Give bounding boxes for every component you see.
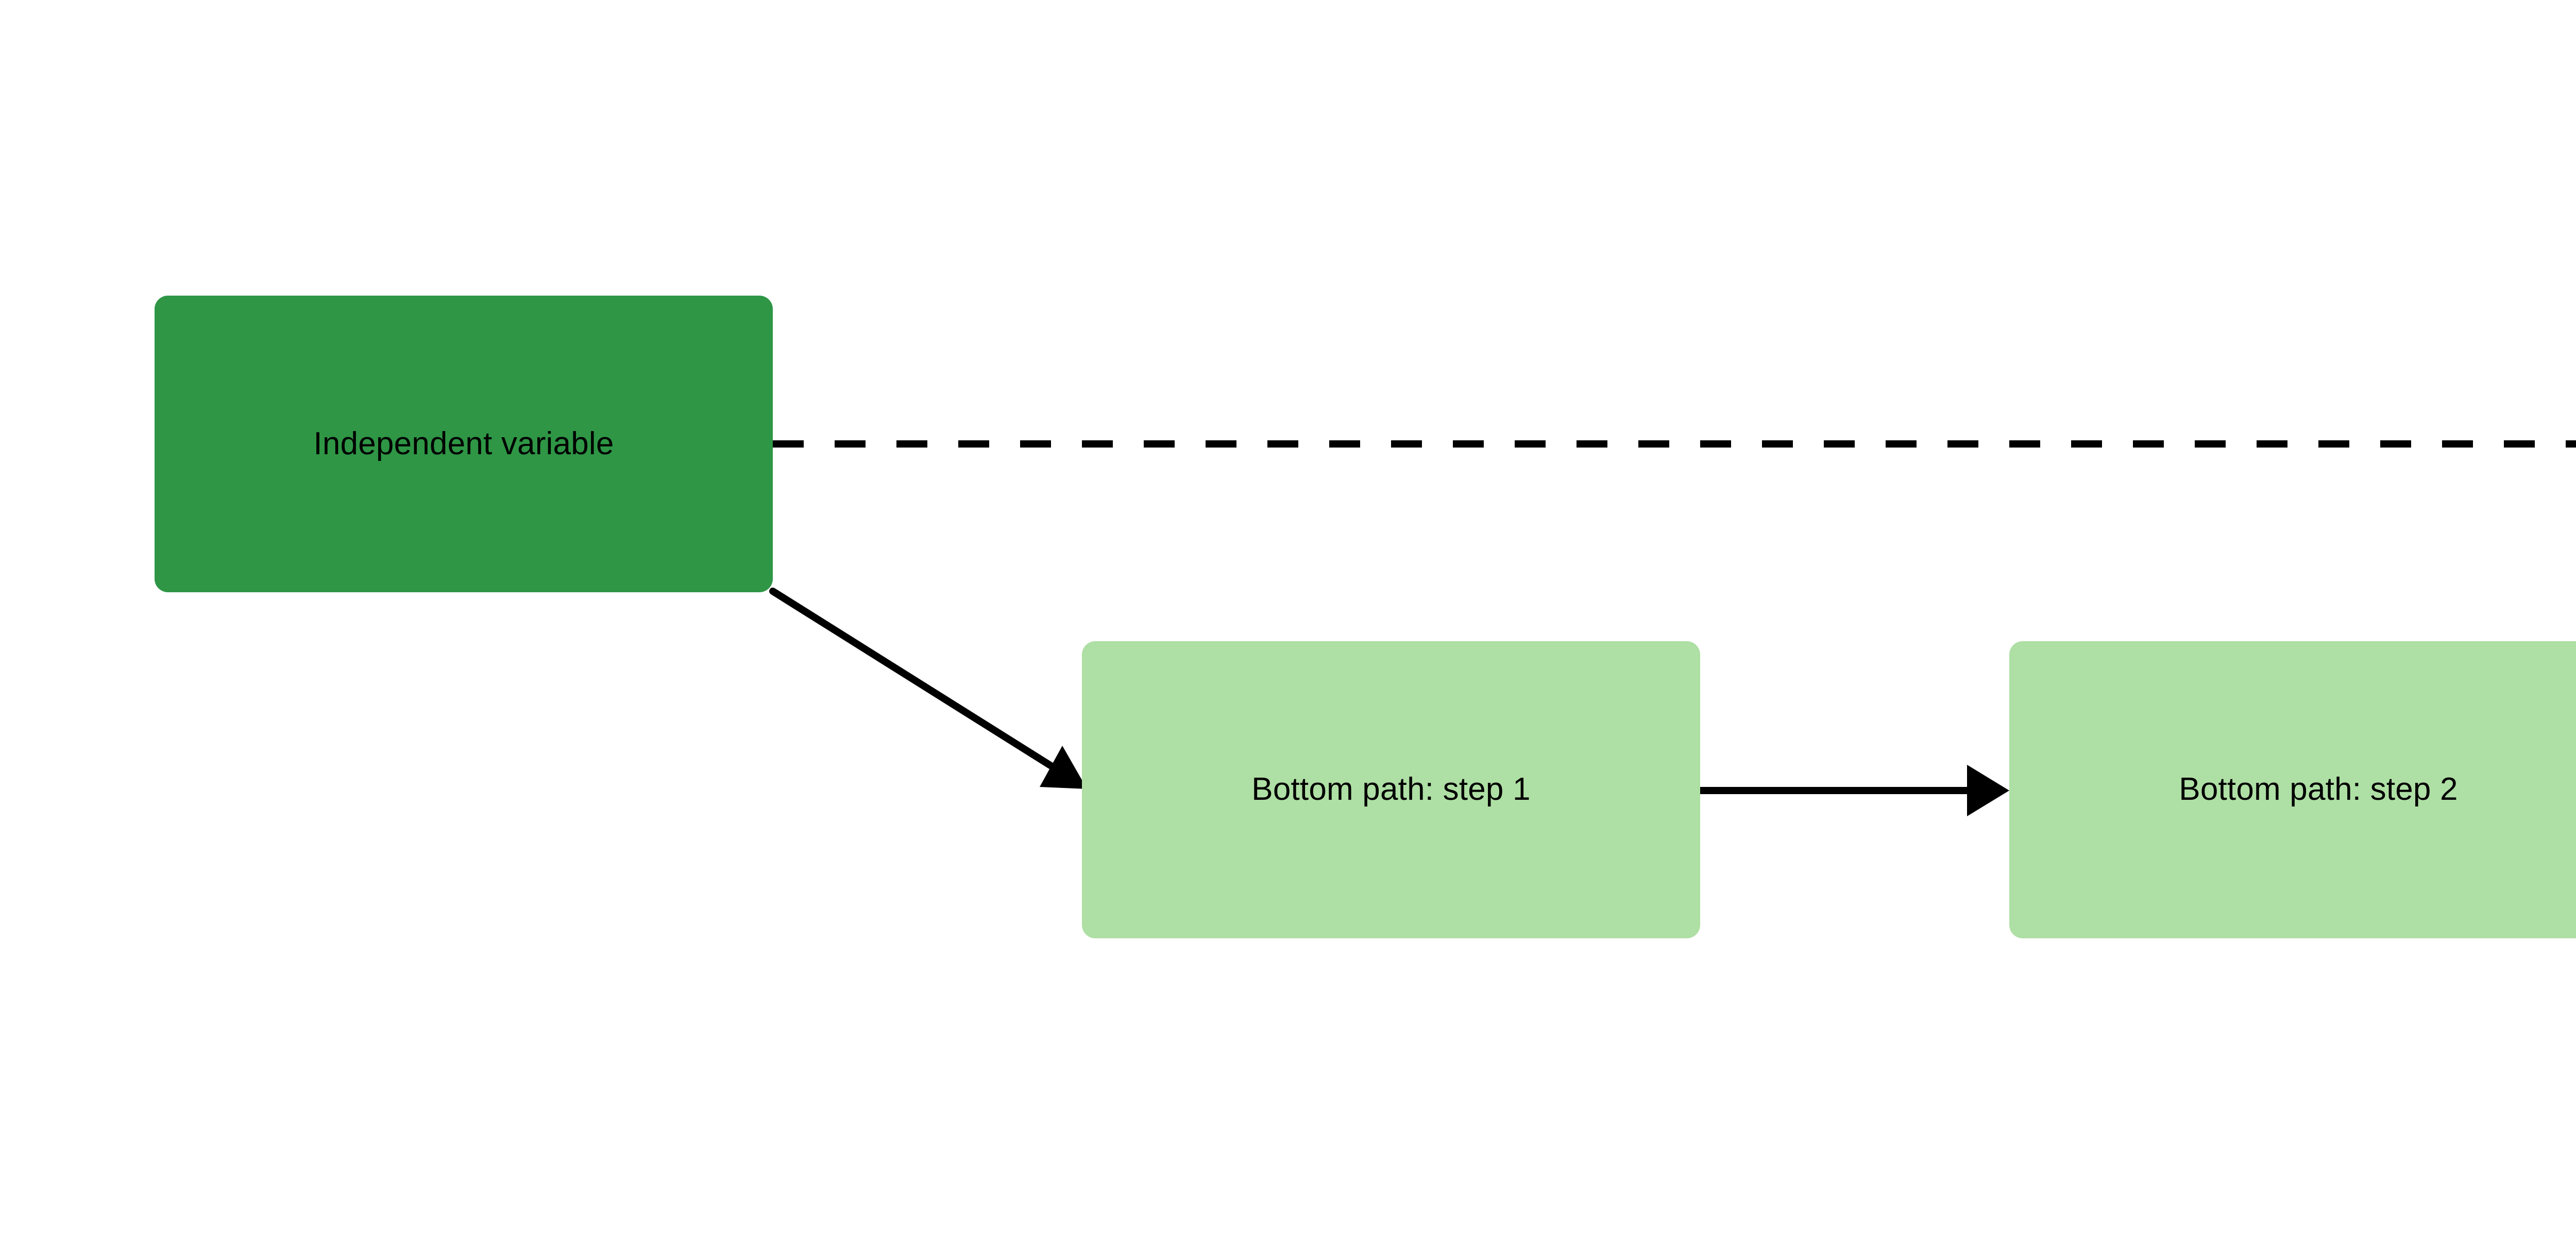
- edge-independent-step1-line: [769, 588, 1055, 769]
- edge-independent-step1[interactable]: [769, 588, 1087, 789]
- edge-step1-step2-arrowhead: [1967, 765, 2009, 816]
- edge-step1-step2[interactable]: [1697, 765, 2009, 816]
- edge-direct[interactable]: [773, 422, 2576, 466]
- node-bottom-path-step-2-label: Bottom path: step 2: [2179, 771, 2458, 808]
- node-bottom-path-step-1[interactable]: Bottom path: step 1: [1082, 641, 1700, 938]
- node-independent-variable-label: Independent variable: [313, 425, 614, 461]
- node-bottom-path-step-2[interactable]: Bottom path: step 2: [2009, 641, 2576, 938]
- edge-independent-step1-arrowhead: [1040, 746, 1087, 789]
- node-bottom-path-step-1-label: Bottom path: step 1: [1251, 771, 1531, 808]
- node-independent-variable[interactable]: Independent variable: [155, 296, 773, 592]
